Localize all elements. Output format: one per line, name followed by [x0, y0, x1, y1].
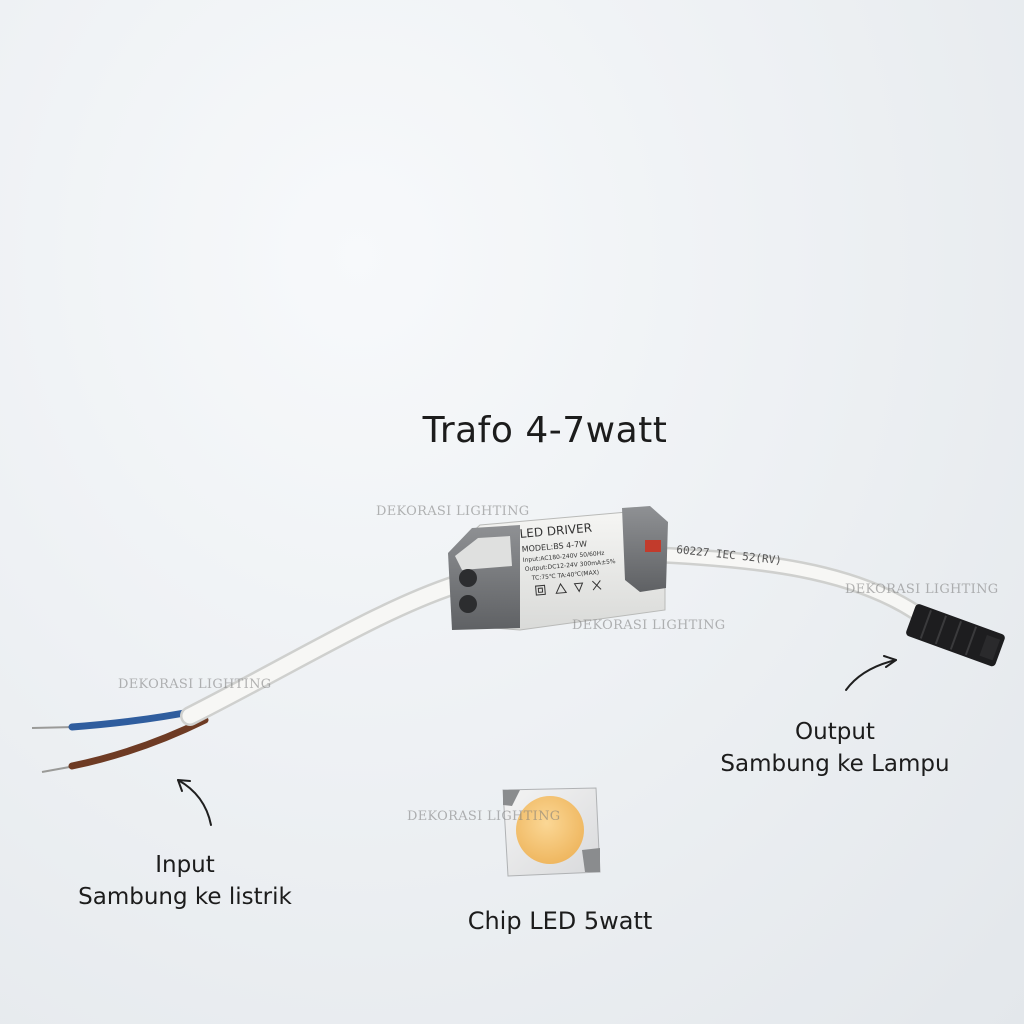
certification-icons [535, 580, 602, 596]
watermark: DEKORASI LIGHTING [376, 504, 530, 519]
led-chip [502, 787, 601, 877]
led-phosphor [516, 796, 584, 864]
input-label-line2: Sambung ke listrik [78, 884, 292, 910]
driver-title: Trafo 4-7watt [422, 410, 668, 451]
input-annotation: Input Sambung ke listrik [60, 849, 310, 913]
output-arrow [845, 655, 897, 691]
input-label-line1: Input [155, 852, 215, 878]
watermark: DEKORASI LIGHTING [845, 582, 999, 597]
output-annotation: Output Sambung ke Lampu [700, 716, 970, 780]
chip-annotation: Chip LED 5watt [467, 907, 653, 935]
watermark: DEKORASI LIGHTING [572, 618, 726, 633]
led-driver: LED DRIVER MODEL:BS 4-7W Input:AC180-240… [448, 506, 668, 631]
output-connector [906, 604, 1005, 667]
output-label-line1: Output [795, 719, 875, 745]
watermark: DEKORASI LIGHTING [407, 809, 561, 824]
output-label-line2: Sambung ke Lampu [720, 751, 950, 777]
driver-heading: LED DRIVER [519, 521, 593, 541]
input-wires [31, 706, 209, 773]
input-arrow [177, 779, 212, 826]
watermark: DEKORASI LIGHTING [118, 677, 272, 692]
